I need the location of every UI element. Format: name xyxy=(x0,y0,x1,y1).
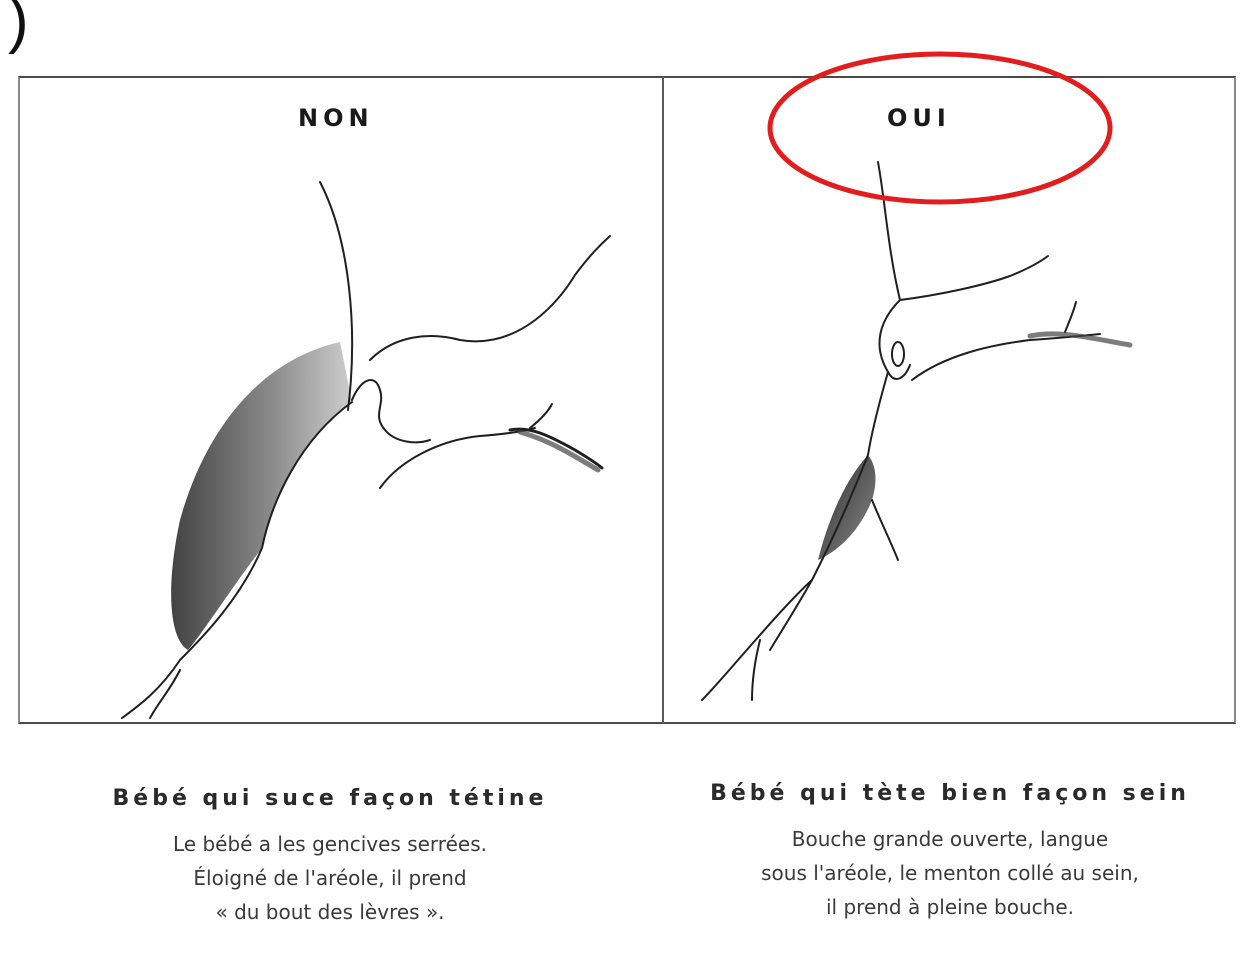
left-lower-curve xyxy=(150,670,180,718)
caption-right-line-1: Bouche grande ouverte, langue xyxy=(660,822,1240,856)
right-nostril xyxy=(892,342,904,366)
right-mouth xyxy=(879,300,910,379)
right-lower-curve-a xyxy=(702,580,812,700)
left-breast-shading xyxy=(171,342,352,650)
right-body-curve xyxy=(872,500,898,560)
right-chin xyxy=(912,334,1100,380)
caption-left-title: Bébé qui suce façon tétine xyxy=(40,786,620,811)
caption-left: Bébé qui suce façon tétine Le bébé a les… xyxy=(40,786,620,929)
right-drawing xyxy=(702,162,1130,700)
left-mouth xyxy=(352,380,430,442)
right-breast-curve xyxy=(770,372,888,650)
left-face-contour xyxy=(370,236,610,360)
heading-oui: OUI xyxy=(887,104,951,132)
caption-right: Bébé qui tète bien façon sein Bouche gra… xyxy=(660,781,1240,924)
caption-left-line-1: Le bébé a les gencives serrées. xyxy=(40,827,620,861)
caption-left-line-2: Éloigné de l'aréole, il prend xyxy=(40,861,620,895)
right-face-contour xyxy=(900,256,1048,300)
right-lower-curve-b xyxy=(752,640,760,700)
heading-non: NON xyxy=(298,104,374,132)
caption-right-title: Bébé qui tète bien façon sein xyxy=(660,781,1240,806)
caption-right-line-3: il prend à pleine bouche. xyxy=(660,890,1240,924)
caption-left-line-3: « du bout des lèvres ». xyxy=(40,895,620,929)
left-chin xyxy=(380,428,535,488)
caption-right-line-2: sous l'aréole, le menton collé au sein, xyxy=(660,856,1240,890)
right-head-line xyxy=(878,162,900,300)
left-drawing xyxy=(122,182,610,718)
